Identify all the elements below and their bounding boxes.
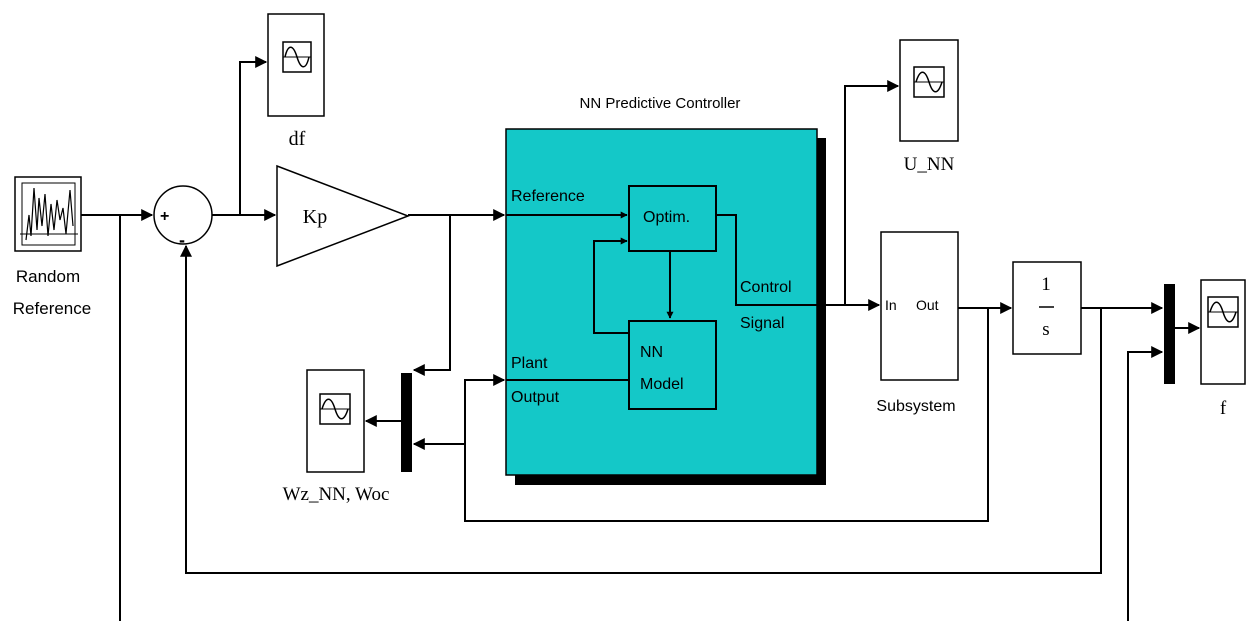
port-control-label-line2: Signal — [740, 315, 784, 332]
nn-model-label-line2: Model — [640, 376, 684, 393]
random-reference-label-line2: Reference — [13, 299, 91, 318]
u-nn-scope-block[interactable] — [899, 39, 959, 142]
f-mux-block[interactable] — [1164, 284, 1175, 384]
random-reference-block[interactable] — [14, 176, 82, 252]
subsystem-in-port-label: In — [885, 297, 897, 313]
nn-model-label-line1: NN — [640, 344, 663, 361]
df-scope-label: df — [289, 128, 306, 150]
random-reference-label-line1: Random — [16, 267, 80, 286]
optim-subblock[interactable] — [628, 185, 717, 252]
nn-controller-block[interactable] — [505, 128, 826, 485]
port-plant-label-line2: Output — [511, 389, 560, 406]
kp-gain-block[interactable] — [276, 164, 411, 268]
scope-sine-icon — [282, 41, 312, 73]
integrator-numerator: 1 — [1041, 274, 1051, 295]
scope-sine-icon — [1207, 296, 1239, 328]
nn-controller-body — [505, 128, 818, 476]
wz-mux-block[interactable] — [401, 373, 412, 472]
subsystem-out-port-label: Out — [916, 297, 939, 313]
f-scope-block[interactable] — [1200, 279, 1246, 385]
integrator-denominator: s — [1042, 319, 1049, 340]
nn-model-subblock[interactable] — [628, 320, 717, 410]
optim-label: Optim. — [643, 209, 690, 226]
kp-gain-label: Kp — [303, 206, 327, 228]
integrator-block[interactable] — [1012, 261, 1082, 355]
port-control-label-line1: Control — [740, 279, 792, 296]
scope-sine-icon — [319, 393, 351, 425]
port-plant-label-line1: Plant — [511, 355, 548, 372]
df-scope-block[interactable] — [267, 13, 325, 117]
f-scope-label: f — [1220, 398, 1227, 419]
u-nn-scope-label: U_NN — [904, 154, 955, 175]
signal-wiring — [81, 56, 1201, 621]
sum-plus-sign: + — [160, 208, 169, 225]
random-signal-icon — [25, 187, 74, 241]
nn-controller-title: NN Predictive Controller — [580, 95, 741, 112]
controller-internal-wiring — [506, 211, 817, 381]
wz-scope-label: Wz_NN, Woc — [283, 484, 390, 505]
scope-sine-icon — [913, 66, 945, 98]
wz-scope-block[interactable] — [306, 369, 365, 473]
subsystem-label: Subsystem — [876, 398, 955, 415]
sum-minus-sign: - — [179, 230, 185, 250]
port-reference-label: Reference — [511, 188, 585, 205]
subsystem-block[interactable] — [880, 231, 959, 381]
